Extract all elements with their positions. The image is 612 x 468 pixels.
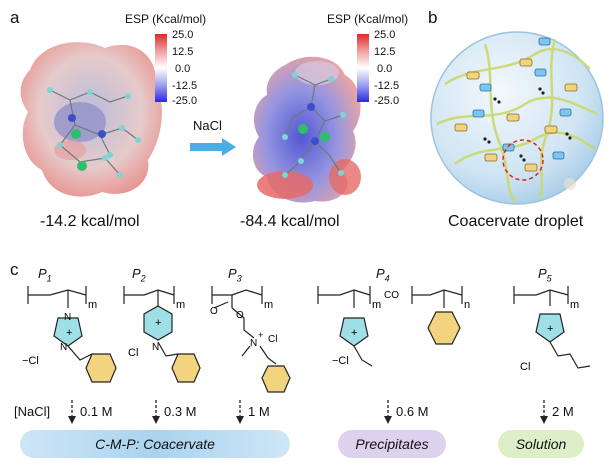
panel-b-letter: b: [428, 8, 438, 27]
svg-text:CO: CO: [384, 290, 399, 301]
svg-text:+: +: [258, 330, 263, 340]
repeat-unit-m: m: [88, 299, 97, 311]
droplet-caption: Coacervate droplet: [448, 213, 584, 230]
colorbar-tick: 0.0: [175, 63, 191, 75]
polymer-label-p2: P2: [132, 266, 146, 284]
svg-text:m: m: [372, 299, 381, 311]
svg-text:Cl: Cl: [128, 347, 138, 359]
threshold-p4: 0.6 M: [396, 404, 429, 419]
outcome-precipitates: Precipitates: [338, 430, 446, 458]
nacl-arrow-label: NaCl: [193, 118, 222, 133]
polymer-label-p1: P1: [38, 266, 52, 284]
colorbar-tick: -25.0: [374, 95, 400, 107]
colorbar-tick: -12.5: [172, 80, 198, 92]
p5-structure: m + Cl: [513, 286, 591, 373]
binding-energy-right: -84.4 kcal/mol: [240, 213, 340, 230]
colorbar-tick: 12.5: [374, 46, 396, 58]
svg-text:Cl: Cl: [268, 334, 277, 345]
svg-text:−Cl: −Cl: [22, 355, 39, 367]
p2-structure: m + N Cl: [123, 286, 201, 383]
threshold-arrow-p1: [68, 400, 76, 424]
p4-structure: m CO n + −Cl: [317, 286, 470, 367]
svg-text:+: +: [66, 327, 72, 339]
colorbar-tick: -12.5: [374, 80, 400, 92]
colorbar-title-right: ESP (Kcal/mol): [327, 12, 409, 26]
threshold-arrow-p3: [236, 400, 244, 424]
colorbar-tick: 0.0: [377, 63, 393, 75]
panel-a-letter: a: [10, 8, 20, 27]
svg-text:+: +: [155, 317, 161, 329]
colorbar-title-left: ESP (Kcal/mol): [125, 12, 207, 26]
panel-c-letter: c: [10, 260, 19, 279]
svg-text:m: m: [264, 299, 273, 311]
svg-text:N: N: [250, 338, 257, 349]
polymer-label-p3: P3: [228, 266, 242, 284]
threshold-p2: 0.3 M: [164, 404, 197, 419]
svg-text:+: +: [547, 323, 553, 335]
threshold-arrow-p5: [540, 400, 548, 424]
coacervate-droplet-illustration: [430, 31, 604, 205]
colorbar-tick: 25.0: [172, 29, 194, 41]
nacl-axis-label: [NaCl]: [14, 404, 51, 419]
colorbar-right: [357, 34, 369, 102]
svg-text:O: O: [210, 306, 218, 317]
svg-text:N: N: [60, 342, 67, 353]
threshold-arrow-p4: [384, 400, 392, 424]
colorbar-left: [155, 34, 167, 102]
svg-text:n: n: [464, 299, 470, 311]
svg-text:N: N: [152, 342, 159, 353]
colorbar-tick: 12.5: [172, 46, 194, 58]
binding-energy-left: -14.2 kcal/mol: [40, 213, 140, 230]
svg-text:Cl: Cl: [520, 361, 530, 373]
esp-surface-left: [20, 42, 162, 197]
p1-structure: m N N + −Cl: [22, 286, 117, 383]
colorbar-tick: 25.0: [374, 29, 396, 41]
esp-surface-right: [252, 56, 361, 203]
threshold-p3: 1 M: [248, 404, 270, 419]
threshold-p1: 0.1 M: [80, 404, 113, 419]
svg-text:+: +: [351, 327, 357, 339]
outcome-solution: Solution: [498, 430, 584, 458]
threshold-p5: 2 M: [552, 404, 574, 419]
nacl-arrow: [190, 138, 236, 156]
p3-structure: m O O N + Cl: [210, 286, 291, 393]
svg-text:O: O: [236, 310, 244, 321]
threshold-arrow-p2: [152, 400, 160, 424]
svg-text:m: m: [570, 299, 579, 311]
polymer-label-p5: P5: [538, 266, 552, 284]
outcome-coacervate: C-M-P: Coacervate: [20, 430, 290, 458]
polymer-label-p4: P4: [376, 266, 390, 284]
colorbar-tick: -25.0: [172, 95, 198, 107]
svg-text:N: N: [64, 312, 71, 323]
svg-text:−Cl: −Cl: [332, 355, 349, 367]
svg-text:m: m: [176, 299, 185, 311]
